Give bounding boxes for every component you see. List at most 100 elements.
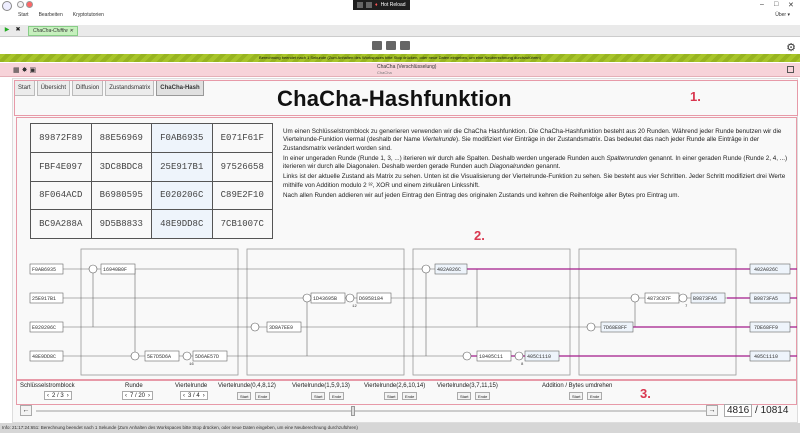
status-banner: Berechnung beendet nach 1 Sekunde (Zum A… [0, 54, 800, 62]
step-value-box [690, 292, 726, 304]
quarter-round-value[interactable]: 3 / 4 [188, 392, 200, 399]
matrix-row: BC9A288A 9D5B8833 48E9DD8C 7CB1007C [30, 209, 273, 239]
document-tabstrip: ▶ ✖ ChaCha-Chiffre ✕ [0, 25, 800, 37]
run-icon[interactable]: ▶ [4, 27, 10, 33]
slider-prev-button[interactable]: ← [20, 405, 32, 416]
step3-value-1: 10405C11 [479, 354, 503, 360]
output-box [749, 292, 791, 304]
stop-workspace-icon[interactable]: ✖ [15, 27, 21, 33]
slider-next-button[interactable]: → [706, 405, 718, 416]
stop-icon[interactable] [26, 1, 33, 8]
plugin-grid-icon[interactable]: ▦ [13, 67, 20, 74]
addition-end-button[interactable]: Ende [587, 392, 603, 400]
addition-start-button[interactable]: Start [569, 392, 584, 400]
qr1-end-button[interactable]: Ende [329, 392, 345, 400]
camera-icon[interactable] [386, 41, 396, 50]
step-value-box [144, 350, 180, 362]
quarter-round-stepper[interactable]: ‹ 3 / 4 › [180, 391, 208, 400]
debug-icon[interactable] [357, 2, 363, 8]
matrix-cell-highlighted: F0AB6935 [151, 123, 213, 153]
matrix-cell: FBF4E097 [30, 151, 92, 182]
step3-value-0: 402A026C [437, 267, 461, 273]
maximize-icon[interactable]: □ [774, 1, 779, 8]
diagram-input-0: F0AB6935 [32, 267, 56, 273]
matrix-cell: E071F61F [211, 123, 273, 153]
user-menu[interactable]: Über ▾ [775, 12, 790, 18]
output-box [749, 321, 791, 333]
progress-slider[interactable] [36, 410, 716, 412]
stepper-next-icon[interactable]: › [148, 392, 151, 399]
view-toolbar [372, 41, 410, 50]
save-icon[interactable] [372, 41, 382, 50]
round-value[interactable]: 7 / 20 [130, 392, 146, 399]
close-icon[interactable]: ✕ [788, 2, 794, 9]
minimize-icon[interactable]: – [760, 1, 764, 8]
output-box [749, 263, 791, 275]
keystream-stepper[interactable]: ‹ 2 / 3 › [44, 391, 72, 400]
hot-reload-toolbar[interactable]: ♦ Hot Reload [353, 0, 410, 10]
round-stepper[interactable]: ‹ 7 / 20 › [122, 391, 154, 400]
stepper-next-icon[interactable]: › [66, 392, 69, 399]
menu-edit[interactable]: Bearbeiten [38, 12, 63, 18]
rot-op [345, 293, 355, 303]
step-value-box [600, 321, 634, 333]
presentation-nav: Start Übersicht Diffusion Zustandsmatrix… [14, 80, 204, 96]
stepper-prev-icon[interactable]: ‹ [47, 392, 49, 399]
qr3-start-button[interactable]: Start [457, 392, 472, 400]
matrix-row: 8F064ACD B6980595 E020206C C89E2F10 [30, 180, 273, 211]
matrix-cell-highlighted: 48E9DD8C [151, 209, 213, 239]
step-counter-input[interactable]: 4816 [724, 404, 753, 417]
qr1-start-button[interactable]: Start [311, 392, 326, 400]
step4-value-0: 7D68E8FF [603, 325, 627, 331]
stepper-next-icon[interactable]: › [202, 392, 205, 399]
label-keystream-block: Schlüsselstromblock [20, 383, 75, 389]
stepper-prev-icon[interactable]: ‹ [125, 392, 127, 399]
input-box [29, 292, 64, 304]
tab-close-icon[interactable]: ✕ [69, 28, 74, 34]
back-icon[interactable] [17, 1, 24, 8]
highlight-region-3 [16, 380, 797, 405]
desc-text: In einer ungeraden Runde (Runde 1, 3, ..… [283, 154, 607, 162]
xor-op [302, 293, 312, 303]
menu-bar: Start Bearbeiten Kryptotutorien [18, 12, 104, 20]
qr3-end-button[interactable]: Ende [475, 392, 491, 400]
qr2-start-button[interactable]: Start [384, 392, 399, 400]
keystream-value[interactable]: 2 / 3 [52, 392, 64, 399]
add-op [421, 264, 431, 274]
menu-start[interactable]: Start [18, 12, 29, 18]
hot-reload-label[interactable]: Hot Reload [380, 2, 406, 8]
qr0-start-button[interactable]: Start [237, 392, 252, 400]
step2-value-1: 1D43695B [313, 296, 337, 302]
rotation-label: 16 [189, 363, 194, 367]
matrix-cell-highlighted: E020206C [151, 180, 213, 211]
rot-op [182, 351, 192, 361]
plugin-info-icon[interactable]: ▣ [29, 67, 37, 74]
plugin-maximize-icon[interactable] [787, 66, 794, 73]
user-menu-label[interactable]: Über [775, 12, 787, 18]
description-paragraph-4: Nach allen Runden addieren wir auf jeden… [283, 192, 680, 200]
description-paragraph-3: Links ist der aktuelle Zustand als Matri… [283, 173, 786, 189]
plugin-header: ▦ ✸ ▣ ChaCha (Verschlüsselung) ChaCha [0, 63, 800, 77]
add-op [586, 322, 596, 332]
qr2-end-button[interactable]: Ende [402, 392, 418, 400]
matrix-cell: 9D5B8833 [90, 209, 152, 239]
input-box [29, 263, 64, 275]
gear-icon[interactable]: ⚙ [786, 42, 796, 54]
stepper-prev-icon[interactable]: ‹ [183, 392, 185, 399]
diagram-input-3: 48E9DD8C [32, 354, 56, 360]
slider-thumb[interactable] [351, 406, 355, 416]
debug-icon-2[interactable] [366, 2, 372, 8]
xor-op [462, 351, 472, 361]
qr0-end-button[interactable]: Ende [255, 392, 271, 400]
tab-label[interactable]: ChaCha-Chiffre [33, 28, 68, 34]
desc-emphasis: Viertelrunde [422, 136, 457, 144]
diagram-input-1: 25E917B1 [32, 296, 56, 302]
matrix-cell: 7CB1007C [211, 209, 273, 239]
plugin-settings-icon[interactable]: ✸ [21, 67, 28, 74]
plugin-title: ChaCha (Verschlüsselung) ChaCha [377, 64, 436, 75]
menu-tutorials[interactable]: Kryptotutorien [72, 12, 104, 18]
tab-chacha-chiffre[interactable]: ChaCha-Chiffre ✕ [28, 26, 79, 36]
comment-icon[interactable] [400, 41, 410, 50]
step2-value-2: D6958184 [359, 296, 383, 302]
xor-op [130, 351, 140, 361]
